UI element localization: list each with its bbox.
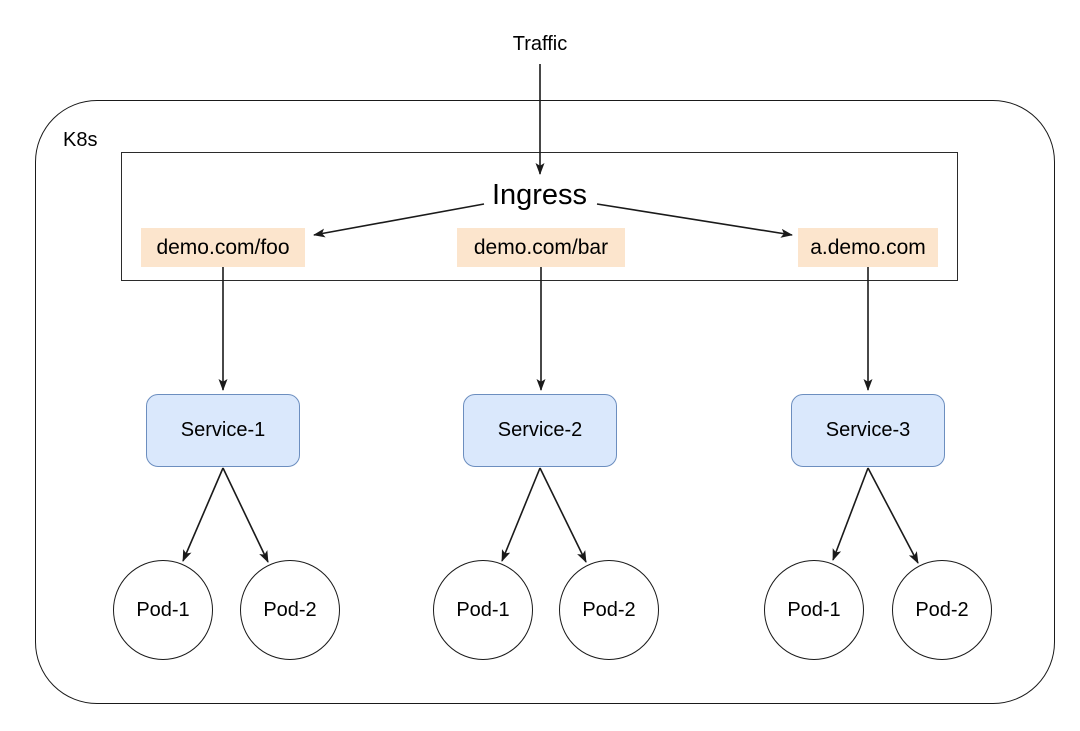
service-1-pod-2: Pod-2 bbox=[240, 560, 340, 660]
route-label-demo-com-foo: demo.com/foo bbox=[141, 228, 305, 267]
service-1-box: Service-1 bbox=[146, 394, 300, 467]
traffic-label: Traffic bbox=[512, 33, 568, 55]
service-2-pod-2: Pod-2 bbox=[559, 560, 659, 660]
service-3-box: Service-3 bbox=[791, 394, 945, 467]
cluster-label: K8s bbox=[63, 129, 98, 151]
service-1-pod-1: Pod-1 bbox=[113, 560, 213, 660]
route-label-a-demo-com: a.demo.com bbox=[798, 228, 938, 267]
ingress-title: Ingress bbox=[491, 179, 588, 211]
route-label-demo-com-bar: demo.com/bar bbox=[457, 228, 625, 267]
service-2-box: Service-2 bbox=[463, 394, 617, 467]
service-3-pod-2: Pod-2 bbox=[892, 560, 992, 660]
service-3-pod-1: Pod-1 bbox=[764, 560, 864, 660]
k8s-cluster-boundary: K8s bbox=[35, 100, 1055, 704]
service-2-pod-1: Pod-1 bbox=[433, 560, 533, 660]
